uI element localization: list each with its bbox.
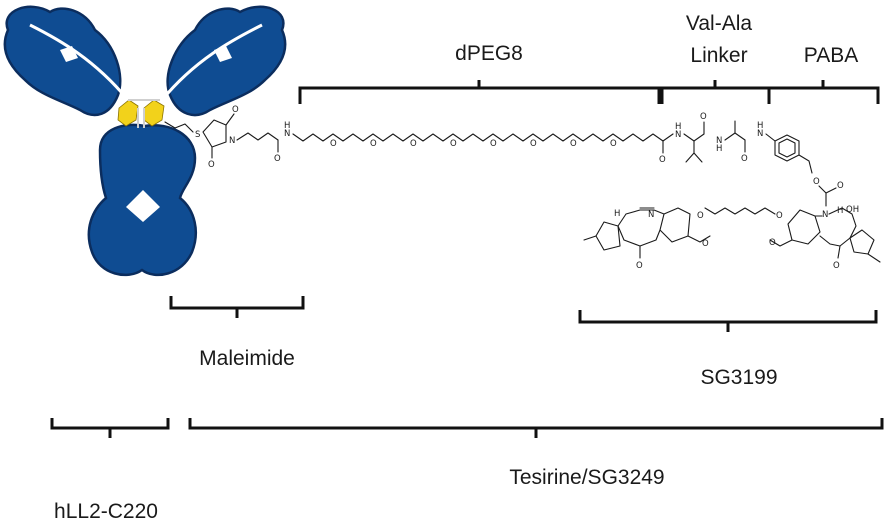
antibody-left-fab-gap: [29, 23, 130, 101]
bracket-dpeg8: [298, 80, 661, 104]
pbd-right-aryl: [787, 209, 821, 245]
label-val-ala-line1: Val-Ala: [686, 12, 752, 35]
pbd-left-methoxy: [687, 235, 711, 243]
atom-o-methoxy-right: O: [769, 238, 776, 248]
succinimide-ring: [202, 119, 227, 148]
label-paba: PABA: [804, 44, 858, 67]
paba-ring-inner: [778, 138, 796, 158]
atom-nh-paba: N: [757, 129, 763, 139]
paba-benzyl: [798, 154, 813, 174]
bracket-sg3199: [578, 310, 878, 332]
antibody-fc-diamond: [126, 190, 160, 222]
atom-o-peg-4: O: [450, 139, 457, 149]
atom-o-succ-bottom: O: [208, 160, 215, 170]
atom-h-pbd-left: H: [614, 209, 620, 219]
atom-o-carbamate-2: O: [837, 181, 844, 191]
atom-o-peg-6: O: [530, 139, 537, 149]
valine-sidechain-methyl: [693, 152, 703, 163]
succinimide-co-top: [225, 113, 235, 126]
atom-o-succ-top: O: [232, 105, 239, 115]
bracket-tesirine: [188, 418, 884, 438]
label-antibody: hLL2-C220: [54, 500, 158, 523]
bracket-maleimide: [169, 296, 305, 318]
bracket-val-ala: [660, 80, 771, 104]
atom-nh-amide-1: N: [284, 129, 290, 139]
label-sg3199: SG3199: [700, 366, 777, 389]
atom-o-peg-7: O: [570, 139, 577, 149]
atom-o-amide-4: O: [741, 154, 748, 164]
atom-h-paba: H: [757, 121, 763, 131]
atom-o-pent-right: O: [776, 211, 783, 221]
carbamate: [818, 185, 827, 207]
atom-oh-pbd: OH: [846, 205, 859, 215]
carbamate-co: [825, 187, 837, 194]
atom-o-pbd-left: O: [636, 261, 643, 271]
atom-h-amide-1: H: [284, 121, 290, 131]
valine-backbone: [683, 133, 705, 142]
pbd-right-methyl: [867, 253, 881, 263]
valine-sidechain: [685, 140, 695, 163]
linker-payload-structure: S O O N O N H O O O O O O O O O N H O N: [164, 105, 881, 271]
atom-s: S: [195, 130, 200, 140]
label-val-ala-line2: Linker: [690, 44, 747, 67]
pbd-left-core: [617, 209, 665, 247]
atom-nh-val: N: [675, 130, 681, 140]
pbd-right-pyrrole: [849, 229, 875, 255]
atom-o-amide-3: O: [700, 112, 707, 122]
peg-chain: [292, 133, 674, 142]
label-maleimide: Maleimide: [199, 347, 295, 370]
antibody-left-fab-notch: [60, 46, 78, 62]
atom-h-ala: H: [716, 144, 722, 154]
atom-o-carbamate: O: [813, 177, 820, 187]
label-tesirine: Tesirine/SG3249: [509, 466, 664, 489]
bracket-antibody: [50, 418, 170, 438]
antibody-right-fab-notch: [214, 46, 232, 62]
atom-o-peg-1: O: [330, 139, 337, 149]
cysteine-site-left: [117, 99, 139, 127]
atom-n-pbd-right: N: [822, 210, 828, 220]
antibody: [3, 5, 287, 277]
antibody-right-fab: [166, 5, 287, 117]
atom-o-peg-8: O: [610, 139, 617, 149]
antibody-right-fab-gap: [160, 23, 263, 101]
atom-o-amide-2: O: [659, 155, 666, 165]
propionyl-chain: [236, 132, 279, 141]
atom-n-pbd-left: N: [648, 210, 654, 220]
atom-o-pbd-right: O: [833, 261, 840, 271]
atom-o-pent-left: O: [697, 211, 704, 221]
pbd-left-aryl: [659, 207, 691, 243]
alanine-backbone: [724, 132, 746, 141]
pbd-right-core: [819, 207, 857, 247]
atom-o-peg-2: O: [370, 139, 377, 149]
pbd-right-methoxy: [769, 239, 793, 247]
atom-o-peg-5: O: [490, 139, 497, 149]
atom-o-amide-1: O: [274, 154, 281, 164]
label-dpeg8: dPEG8: [455, 42, 523, 65]
pentyl-linker: [704, 207, 776, 215]
pbd-right-co: [837, 245, 841, 259]
atom-h-val: H: [675, 122, 681, 132]
paba-n-bond: [765, 133, 776, 142]
atom-o-peg-3: O: [410, 139, 417, 149]
atom-h-pbd-right: H: [837, 206, 843, 216]
atom-n-succ: N: [229, 136, 235, 146]
pbd-left-methyl: [583, 235, 597, 241]
atom-nh-ala: N: [716, 136, 722, 146]
bracket-paba: [767, 80, 880, 104]
cysteine-site-right: [143, 99, 165, 127]
pbd-left-pyrrole: [595, 221, 621, 251]
thioether-bond: [164, 121, 194, 133]
atom-o-methoxy-left: O: [702, 239, 709, 249]
antibody-left-fab: [3, 5, 122, 117]
